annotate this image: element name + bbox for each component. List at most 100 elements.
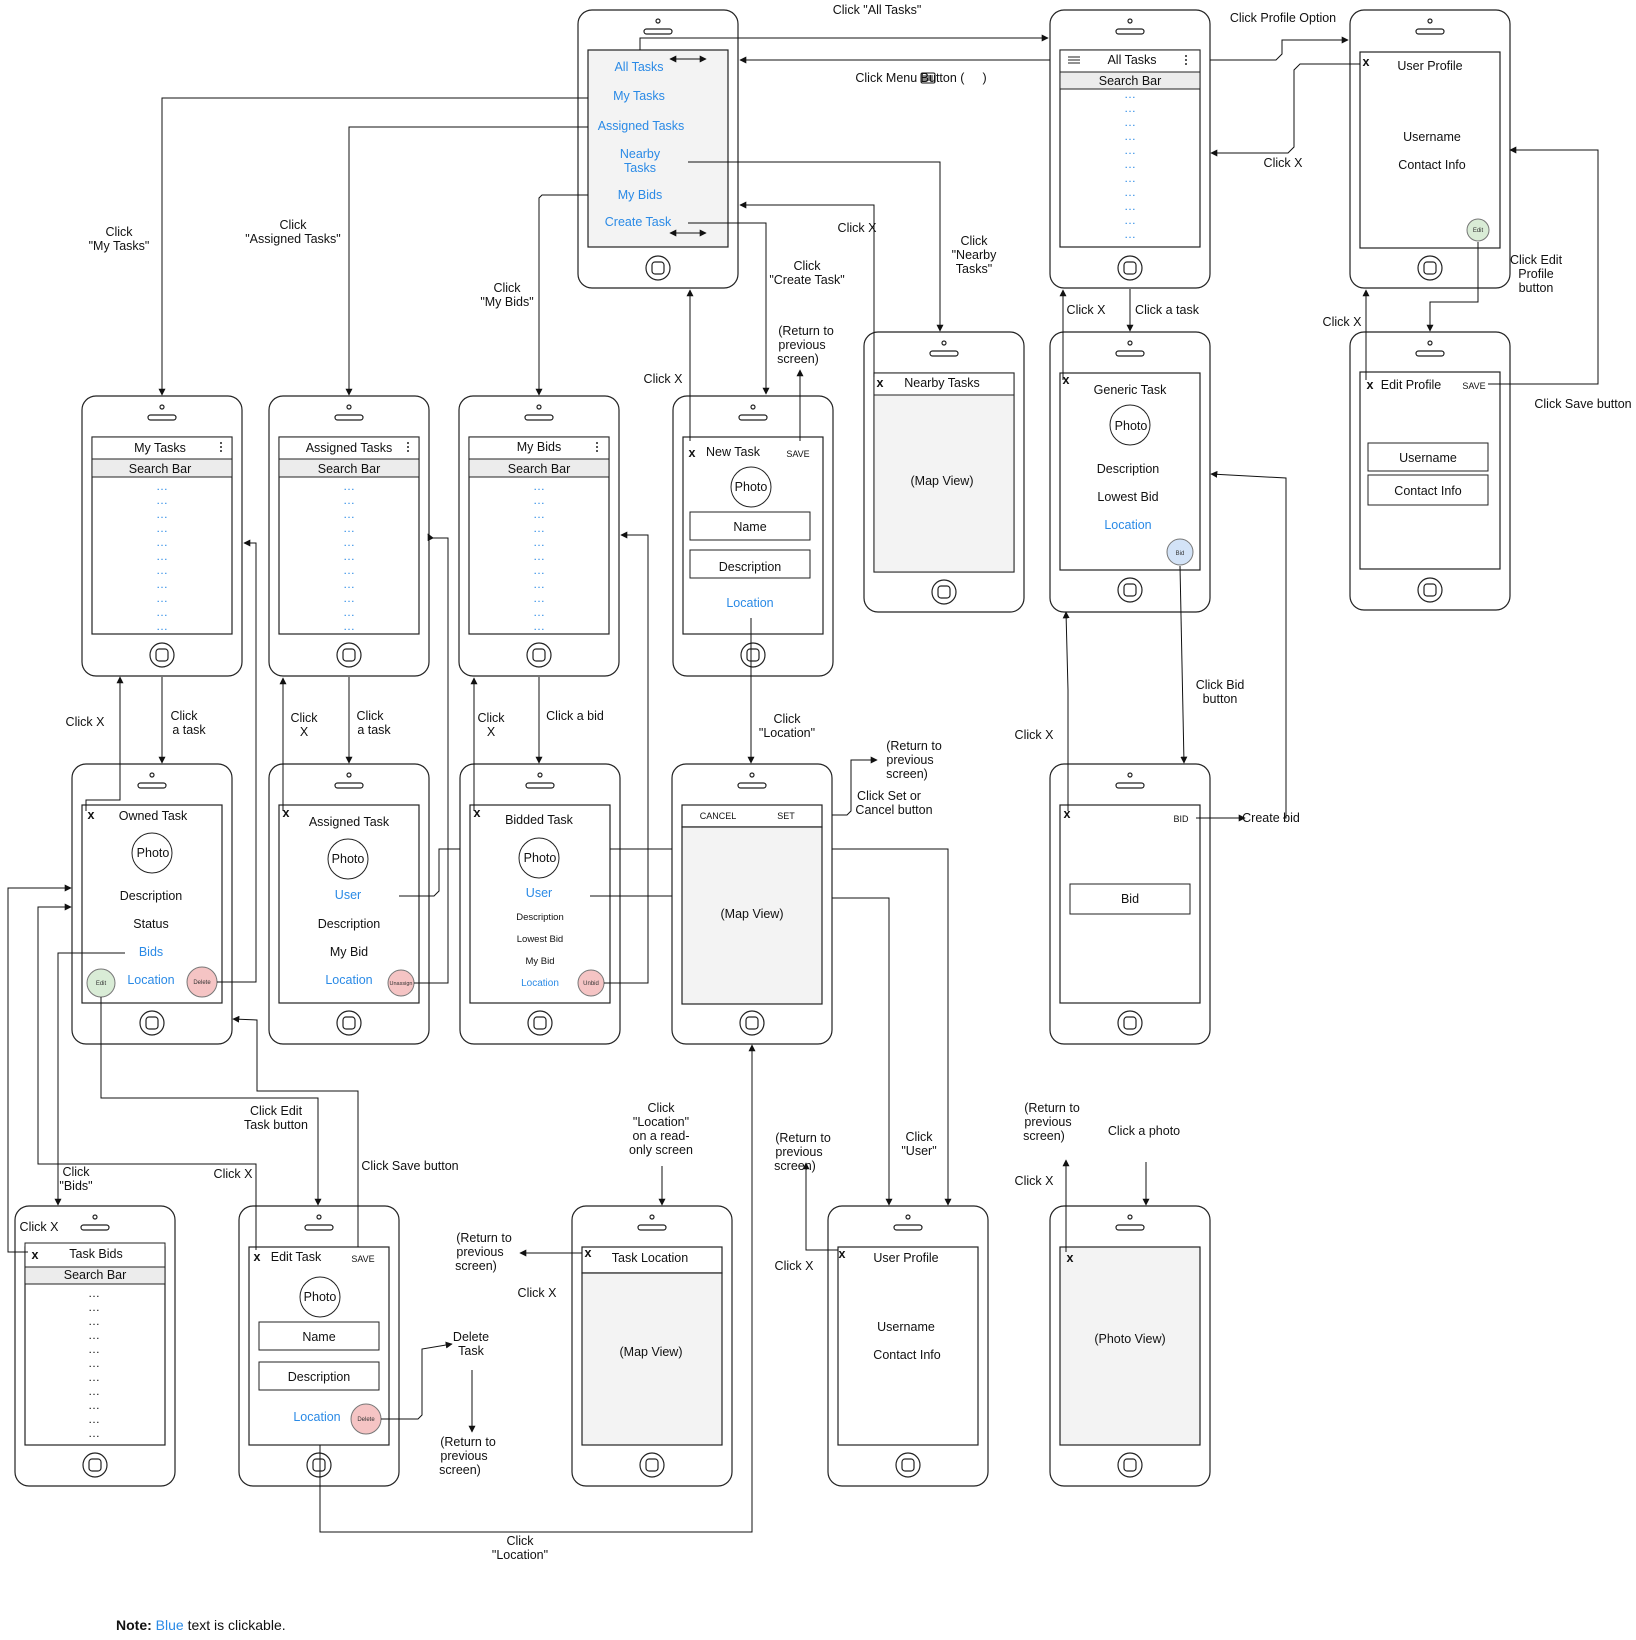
edit-profile-contact-field[interactable]: Contact Info <box>1394 484 1461 498</box>
assigned-task-location[interactable]: Location <box>325 973 372 987</box>
location-map-view[interactable]: (Map View) <box>721 907 784 921</box>
close-icon[interactable]: x <box>877 376 884 390</box>
edit-task-name-field[interactable]: Name <box>302 1330 335 1344</box>
owned-task-bids[interactable]: Bids <box>139 945 163 959</box>
new-task-name-field[interactable]: Name <box>733 520 766 534</box>
close-icon[interactable]: x <box>1067 1251 1074 1265</box>
task-bids-search-bar[interactable]: Search Bar <box>64 1268 127 1282</box>
assigned-task-photo[interactable]: Photo <box>332 852 365 866</box>
nearby-map-view[interactable]: (Map View) <box>911 474 974 488</box>
flow-label: Create bid <box>1242 811 1300 825</box>
new-task-location[interactable]: Location <box>726 596 773 610</box>
close-icon[interactable]: x <box>283 806 290 820</box>
close-icon[interactable]: x <box>1363 55 1370 69</box>
owned-task-description: Description <box>120 889 183 903</box>
close-icon[interactable]: x <box>585 1246 592 1260</box>
vertical-dots-icon[interactable] <box>220 442 222 452</box>
menu-item-create-task[interactable]: Create Task <box>605 215 672 229</box>
vertical-dots-icon[interactable] <box>407 442 409 452</box>
close-icon[interactable]: x <box>254 1250 261 1264</box>
flow-label: Click a bid <box>546 709 604 723</box>
close-icon[interactable]: x <box>689 446 696 460</box>
list-placeholder: … <box>1124 129 1136 143</box>
generic-task-location[interactable]: Location <box>1104 518 1151 532</box>
vertical-dots-icon[interactable] <box>1185 55 1187 65</box>
owned-task-location[interactable]: Location <box>127 973 174 987</box>
user-profile-2-title: User Profile <box>873 1251 938 1265</box>
vertical-dots-icon[interactable] <box>596 442 598 452</box>
all-tasks-search-bar[interactable]: Search Bar <box>1099 74 1162 88</box>
list-placeholder: … <box>343 563 355 577</box>
edit-profile-button-label[interactable]: Edit <box>1473 228 1484 234</box>
close-icon[interactable]: x <box>1064 807 1071 821</box>
flow-label: (Return to <box>456 1231 512 1245</box>
list-placeholder: … <box>1124 157 1136 171</box>
assigned-tasks-title: Assigned Tasks <box>306 441 393 455</box>
flow-label: "Assigned Tasks" <box>245 232 341 246</box>
assigned-task-user[interactable]: User <box>335 888 361 902</box>
phone-generic-task <box>1049 331 1211 613</box>
close-icon[interactable]: x <box>1063 373 1070 387</box>
my-bids-search-bar[interactable]: Search Bar <box>508 462 571 476</box>
list-placeholder: … <box>156 507 168 521</box>
close-icon[interactable]: x <box>1367 378 1374 392</box>
menu-item-assigned-tasks[interactable]: Assigned Tasks <box>598 119 685 133</box>
edit-profile-save[interactable]: SAVE <box>1462 381 1485 391</box>
location-set-button[interactable]: SET <box>777 811 795 821</box>
flow-label: (Return to <box>440 1435 496 1449</box>
unassign-button-label[interactable]: Unassign <box>390 981 413 987</box>
unbid-button-label[interactable]: Unbid <box>583 981 599 987</box>
phone-assigned-task <box>268 763 430 1045</box>
edit-task-description-field[interactable]: Description <box>288 1370 351 1384</box>
bid-button-label[interactable]: Bid <box>1176 551 1185 557</box>
new-task-photo[interactable]: Photo <box>735 480 768 494</box>
hamburger-icon[interactable] <box>1068 56 1080 64</box>
close-icon[interactable]: x <box>32 1248 39 1262</box>
bid-button[interactable] <box>1166 538 1194 566</box>
bidded-task-location[interactable]: Location <box>521 978 559 989</box>
flow-label: Click a photo <box>1108 1124 1180 1138</box>
flow-label: Click <box>356 709 384 723</box>
flow-label: (Return to <box>1024 1101 1080 1115</box>
edit-task-location[interactable]: Location <box>293 1410 340 1424</box>
location-cancel-button[interactable]: CANCEL <box>700 811 737 821</box>
bid-amount-field[interactable]: Bid <box>1121 892 1139 906</box>
flow-label: button <box>1519 281 1554 295</box>
close-icon[interactable]: x <box>88 808 95 822</box>
list-placeholder: … <box>343 507 355 521</box>
list-placeholder: … <box>1124 143 1136 157</box>
menu-item-my-tasks[interactable]: My Tasks <box>613 89 665 103</box>
delete-task-button-label[interactable]: Delete <box>193 980 211 986</box>
generic-task-description: Description <box>1097 462 1160 476</box>
new-task-description-field[interactable]: Description <box>719 560 782 574</box>
edit-task-delete-label[interactable]: Delete <box>357 1417 375 1423</box>
edit-task-photo[interactable]: Photo <box>304 1290 337 1304</box>
edit-profile-button[interactable] <box>1466 218 1490 242</box>
close-icon[interactable]: x <box>839 1247 846 1261</box>
bidded-task-user[interactable]: User <box>526 886 552 900</box>
list-placeholder: … <box>88 1314 100 1328</box>
bid-submit-button[interactable]: BID <box>1173 814 1189 824</box>
task-location-map-view[interactable]: (Map View) <box>620 1345 683 1359</box>
menu-item-nearby-tasks-line1[interactable]: Nearby <box>620 147 661 161</box>
flow-label: (Return to <box>886 739 942 753</box>
menu-item-my-bids[interactable]: My Bids <box>618 188 662 202</box>
list-placeholder: … <box>88 1286 100 1300</box>
close-icon[interactable]: x <box>474 806 481 820</box>
edit-task-button-label[interactable]: Edit <box>96 981 107 987</box>
edit-task-save[interactable]: SAVE <box>351 1254 374 1264</box>
list-placeholder: … <box>88 1412 100 1426</box>
list-placeholder: … <box>88 1384 100 1398</box>
menu-item-nearby-tasks-line2[interactable]: Tasks <box>624 161 656 175</box>
new-task-save[interactable]: SAVE <box>786 449 809 459</box>
assigned-tasks-search-bar[interactable]: Search Bar <box>318 462 381 476</box>
bidded-task-photo[interactable]: Photo <box>524 851 557 865</box>
owned-task-photo[interactable]: Photo <box>137 846 170 860</box>
flow-label: Task <box>458 1344 484 1358</box>
my-tasks-search-bar[interactable]: Search Bar <box>129 462 192 476</box>
flow-label: Click <box>290 711 318 725</box>
edit-profile-username-field[interactable]: Username <box>1399 451 1457 465</box>
generic-task-photo[interactable]: Photo <box>1115 419 1148 433</box>
my-bids-title: My Bids <box>517 440 561 454</box>
menu-item-all-tasks[interactable]: All Tasks <box>614 60 663 74</box>
